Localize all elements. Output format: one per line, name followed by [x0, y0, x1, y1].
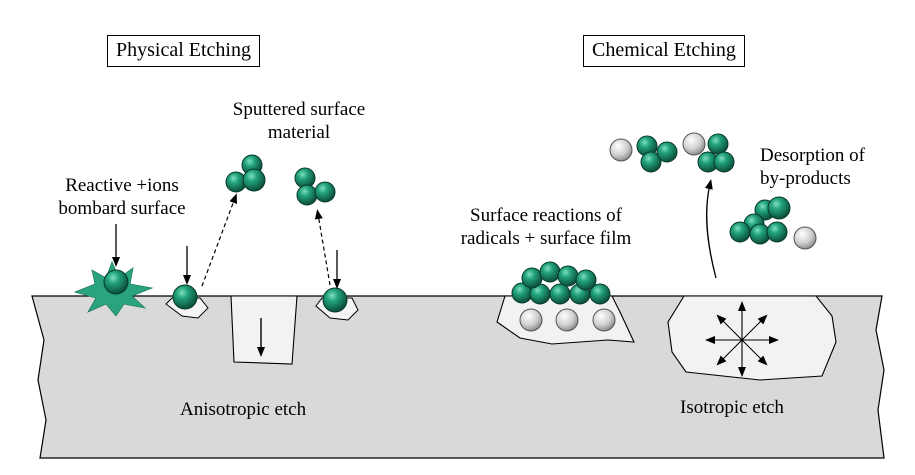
surface-reactions-line2: radicals + surface film	[460, 228, 632, 249]
ion-particle	[103, 269, 129, 295]
sputtered-label-line1: Sputtered surface	[232, 99, 366, 120]
isotropic-arrows	[705, 301, 779, 377]
desorption-line2: by-products	[760, 168, 851, 189]
radical-particles	[519, 308, 616, 332]
sputtered-cluster-2	[294, 167, 336, 206]
ion-particle	[322, 287, 348, 313]
surface-reactions-line1: Surface reactions of	[470, 205, 622, 226]
reactive-ions-line1: Reactive +ions	[65, 175, 179, 196]
isotropic-etch-label: Isotropic etch	[680, 397, 784, 418]
desorption-line1: Desorption of	[760, 145, 866, 166]
physical-etching-title: Physical Etching	[107, 35, 260, 67]
desorbed-molecule-1	[609, 135, 678, 173]
surface-film-cluster	[511, 261, 611, 305]
desorbed-molecule-3	[729, 196, 817, 250]
surface-reactions-label: Surface reactions of radicals + surface …	[436, 204, 656, 250]
isotropic-cavity	[667, 295, 837, 381]
desorbed-molecule-2	[682, 132, 735, 173]
desorption-label: Desorption of by-products	[760, 144, 865, 190]
reactive-ions-line2: bombard surface	[58, 198, 186, 219]
reactive-ions-label: Reactive +ions bombard surface	[42, 174, 202, 220]
sputtered-cluster-1	[225, 154, 266, 193]
sputtered-label-line2: material	[267, 122, 331, 143]
ion-particle	[172, 284, 198, 310]
sputtered-label: Sputtered surface material	[204, 98, 394, 144]
anisotropic-trench	[230, 295, 298, 365]
chemical-etching-title: Chemical Etching	[583, 35, 745, 67]
anisotropic-etch-label: Anisotropic etch	[180, 399, 307, 420]
